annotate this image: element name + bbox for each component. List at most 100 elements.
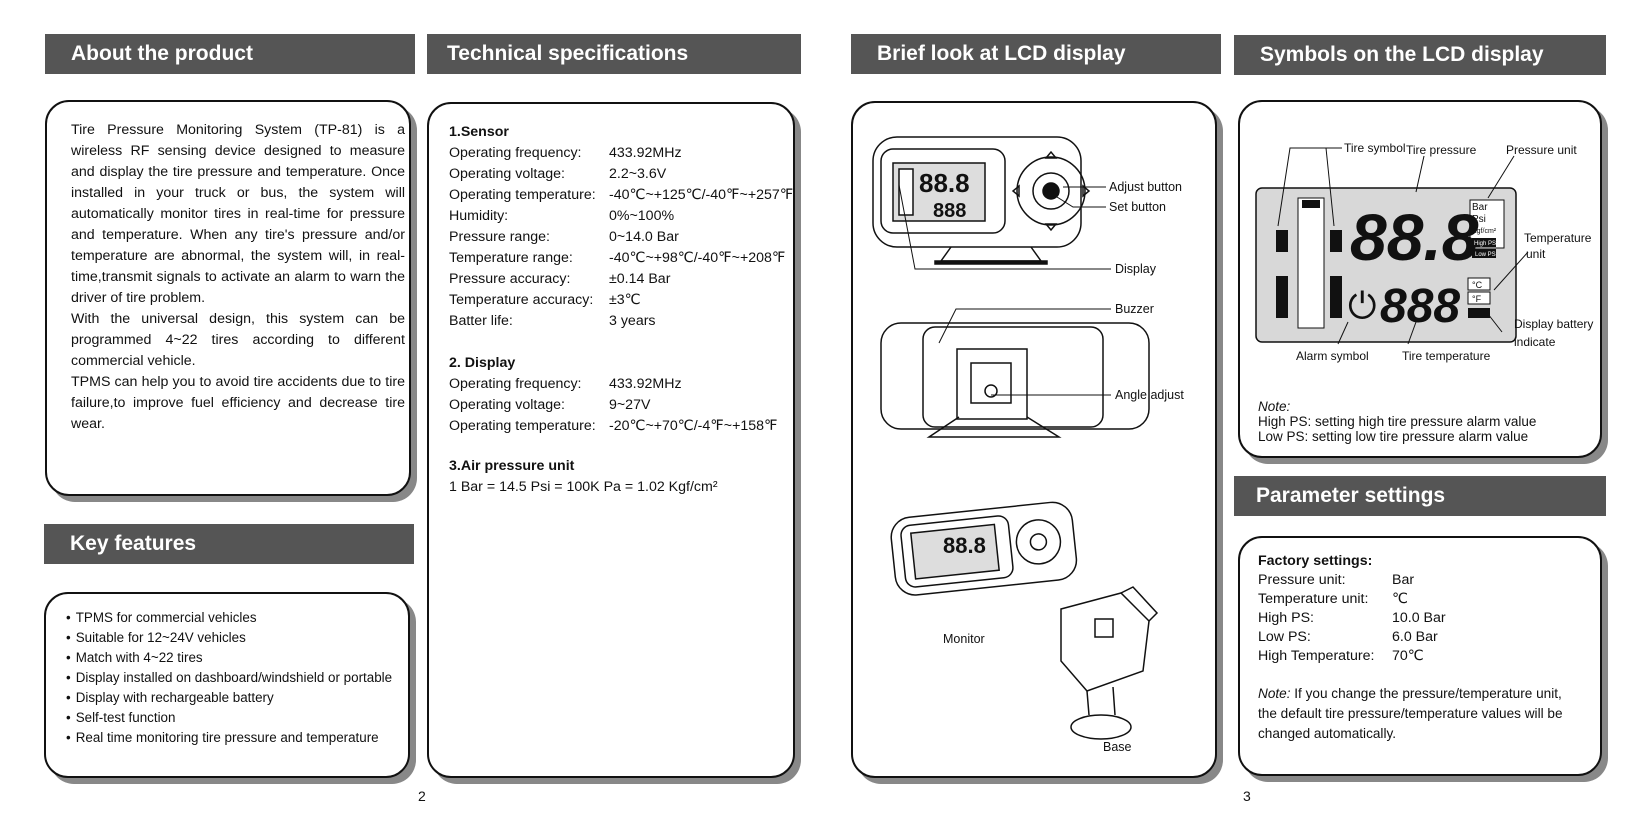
- symbols-note-line: Low PS: setting low tire pressure alarm …: [1258, 429, 1529, 444]
- monitor-back-illustration: [880, 322, 1150, 438]
- factory-title: Factory settings:: [1258, 553, 1373, 569]
- param-key: Low PS:: [1258, 629, 1311, 645]
- spec-row: Temperature accuracy:±3℃: [449, 290, 793, 311]
- adjust-button-label: Adjust button: [1109, 180, 1182, 194]
- spec-key: Temperature range:: [449, 250, 573, 266]
- about-header: About the product: [45, 34, 415, 74]
- feature-item: TPMS for commercial vehicles: [66, 608, 392, 628]
- spec-key: Humidity:: [449, 208, 509, 224]
- buzzer-label: Buzzer: [1115, 302, 1154, 316]
- param-value: 6.0 Bar: [1392, 629, 1438, 645]
- spec-row: Batter life:3 years: [449, 311, 793, 332]
- about-title: About the product: [71, 42, 253, 65]
- monitor-small-illustration: [890, 501, 1078, 596]
- lcd-small-digits: 88.8: [943, 533, 986, 558]
- spec-row: Operating frequency: 433.92MHz: [449, 143, 793, 164]
- pressure-unit-label: Pressure unit: [1506, 143, 1577, 157]
- about-paragraph: Tire Pressure Monitoring System (TP-81) …: [71, 122, 405, 306]
- param-value: 10.0 Bar: [1392, 610, 1446, 626]
- spec-key: Temperature accuracy:: [449, 292, 594, 308]
- spec-value: 9~27V: [609, 397, 651, 413]
- param-row: Temperature unit:℃: [1258, 590, 1584, 609]
- tire-temperature-label: Tire temperature: [1402, 349, 1491, 363]
- spec-value: -20℃~+70℃/-4℉~+158℉: [609, 418, 778, 434]
- params-note-label: Note:: [1258, 686, 1291, 701]
- about-text: Tire Pressure Monitoring System (TP-81) …: [71, 120, 405, 435]
- lcd-temp-digits: 888: [933, 200, 966, 222]
- display-title: 2. Display: [449, 355, 516, 371]
- about-box: Tire Pressure Monitoring System (TP-81) …: [45, 100, 411, 496]
- param-value: Bar: [1392, 572, 1415, 588]
- params-note-text: If you change the pressure/temperature u…: [1258, 686, 1563, 741]
- spec-row: Operating voltage:2.2~3.6V: [449, 164, 793, 185]
- feature-item: Suitable for 12~24V vehicles: [66, 628, 392, 648]
- high-ps-badge: High PS: [1474, 241, 1496, 247]
- spec-key: Operating frequency:: [449, 145, 582, 161]
- spec-key: Operating temperature:: [449, 418, 596, 434]
- tire-symbol-label: Tire symbol: [1344, 141, 1406, 155]
- param-row: Low PS: 6.0 Bar: [1258, 628, 1584, 647]
- monitor-label: Monitor: [943, 632, 985, 646]
- device-illustrations: 88.8 888 SET 88.8 Adjust button Set butt…: [872, 136, 1184, 754]
- spec-key: Operating voltage:: [449, 166, 565, 182]
- param-row: High Temperature:70℃: [1258, 647, 1584, 666]
- display-battery-label: Display battery: [1514, 317, 1593, 331]
- unit-bar: Bar: [1472, 202, 1488, 213]
- specs-content: 1.Sensor Operating frequency:433.92MHz O…: [449, 122, 793, 498]
- specs-box: 1.Sensor Operating frequency:433.92MHz O…: [427, 102, 795, 778]
- spec-row: Operating voltage: 9~27V: [449, 395, 793, 416]
- display-battery-label-2: indicate: [1514, 335, 1556, 349]
- deg-c-icon: °C: [1472, 280, 1483, 290]
- lcd-temp-digits: 888: [1380, 280, 1460, 333]
- param-key: High PS:: [1258, 610, 1314, 626]
- features-title: Key features: [70, 532, 197, 555]
- unit-kgf: Kgf/cm²: [1472, 228, 1497, 235]
- display-label: Display: [1115, 262, 1157, 276]
- specs-header: Technical specifications: [427, 34, 801, 74]
- alarm-symbol-label: Alarm symbol: [1296, 349, 1369, 363]
- features-header: Key features: [44, 524, 414, 564]
- symbols-title: Symbols on the LCD display: [1260, 43, 1544, 66]
- spec-row: Temperature range: -40℃~+98℃/-40℉~+208℉: [449, 248, 793, 269]
- symbols-note: Note: High PS: setting high tire pressur…: [1258, 399, 1536, 444]
- spec-value: -40℃~+98℃/-40℉~+208℉: [609, 250, 786, 266]
- page-number-left: 2: [418, 788, 426, 804]
- temperature-unit-label: Temperature: [1524, 231, 1592, 245]
- features-box: TPMS for commercial vehicles Suitable fo…: [44, 592, 410, 778]
- set-button-label: Set button: [1109, 200, 1166, 214]
- air-line: 1 Bar = 14.5 Psi = 100K Pa = 1.02 Kgf/cm…: [449, 479, 718, 495]
- spec-value: 0%~100%: [609, 208, 675, 224]
- param-value: ℃: [1392, 591, 1408, 607]
- feature-item: Display with rechargeable battery: [66, 688, 392, 708]
- spec-key: Pressure range:: [449, 229, 550, 245]
- angle-adjust-label: Angle adjust: [1115, 388, 1184, 402]
- tire-pressure-label: Tire pressure: [1406, 143, 1477, 157]
- brief-title: Brief look at LCD display: [877, 42, 1126, 65]
- spec-row: Humidity: 0%~100%: [449, 206, 793, 227]
- spec-value: 0~14.0 Bar: [609, 229, 679, 245]
- param-row: High PS: 10.0 Bar: [1258, 609, 1584, 628]
- about-paragraph: TPMS can help you to avoid tire accident…: [71, 374, 405, 432]
- spec-row: Pressure accuracy:±0.14 Bar: [449, 269, 793, 290]
- params-box: Factory settings: Pressure unit: Bar Temp…: [1238, 536, 1602, 776]
- param-key: Pressure unit:: [1258, 572, 1346, 588]
- spec-row: Operating temperature: -20℃~+70℃/-4℉~+158…: [449, 416, 793, 437]
- spec-value: 433.92MHz: [609, 145, 682, 161]
- lcd-symbols-diagram: 88.8 888 ⏻ Bar Psi Kgf/cm² High PS Low P…: [1255, 141, 1593, 363]
- spec-value: 433.92MHz: [609, 376, 682, 392]
- unit-psi: Psi: [1472, 214, 1486, 225]
- base-label: Base: [1103, 740, 1132, 754]
- param-key: High Temperature:: [1258, 648, 1375, 664]
- params-note: Note: If you change the pressure/tempera…: [1258, 684, 1584, 744]
- spec-key: Operating voltage:: [449, 397, 565, 413]
- feature-item: Self-test function: [66, 708, 392, 728]
- params-header: Parameter settings: [1234, 476, 1606, 516]
- params-title: Parameter settings: [1256, 484, 1446, 507]
- brief-header: Brief look at LCD display: [851, 34, 1221, 74]
- lcd-pressure-digits: 88.8: [1350, 200, 1479, 274]
- base-illustration: [1060, 586, 1159, 740]
- params-content: Factory settings: Pressure unit: Bar Temp…: [1258, 552, 1584, 744]
- set-key-label: SET: [1042, 189, 1056, 196]
- specs-title: Technical specifications: [447, 42, 689, 65]
- temperature-unit-label-2: unit: [1526, 247, 1546, 261]
